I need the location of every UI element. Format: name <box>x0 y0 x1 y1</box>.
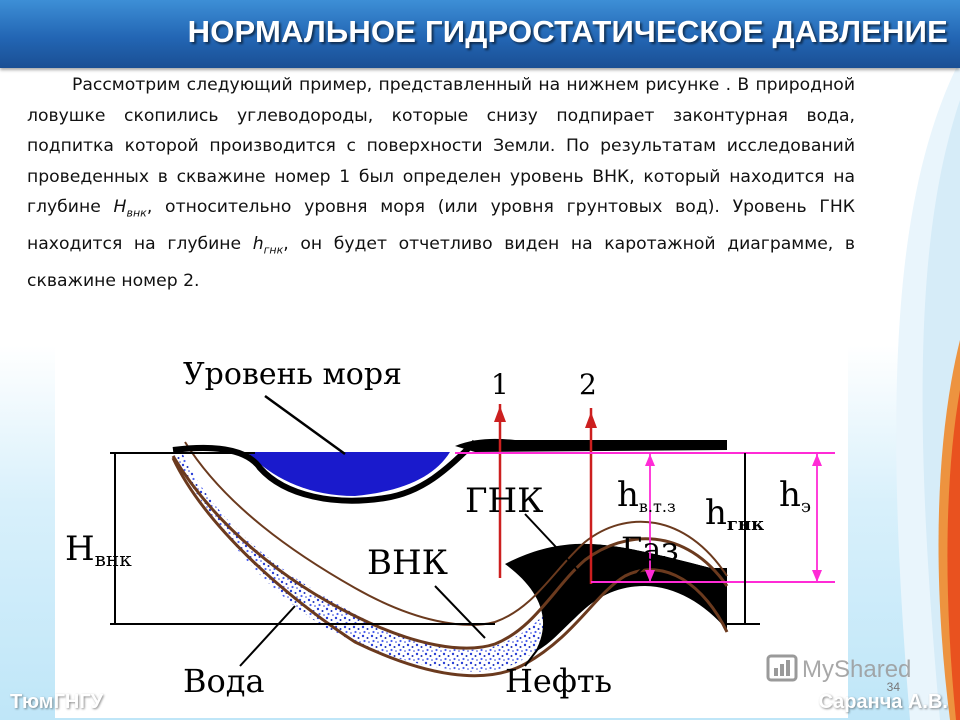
label-h-gnk-sub: гнк <box>727 514 764 535</box>
title-bar: НОРМАЛЬНОЕ ГИДРОСТАТИЧЕСКОЕ ДАВЛЕНИЕ <box>0 0 960 68</box>
label-h-e-sub: э <box>801 496 811 517</box>
label-H-vnk-main: H <box>65 529 95 569</box>
page-number: 34 <box>886 680 900 694</box>
dim-h-e-arrow-top <box>812 454 822 466</box>
label-h-vtz-main: h <box>617 475 639 515</box>
label-well-1: 1 <box>491 368 509 401</box>
label-oil: Нефть <box>505 662 612 700</box>
slide-title: НОРМАЛЬНОЕ ГИДРОСТАТИЧЕСКОЕ ДАВЛЕНИЕ <box>187 14 948 49</box>
reservoir-top-outline <box>171 455 729 650</box>
water-pointer <box>239 605 296 667</box>
label-sea-level: Уровень моря <box>183 357 402 392</box>
label-gas: Газ <box>621 530 679 568</box>
reservoir-bottom-outline <box>184 441 728 626</box>
sea-level-pointer <box>264 394 346 456</box>
dim-h-e-arrow-bottom <box>812 570 822 582</box>
label-h-vtz: hв.т.з <box>617 475 676 516</box>
paragraph-text-3: , он будет отчетливо виден на каротажной… <box>27 233 855 291</box>
watermark-icon <box>766 654 798 682</box>
water-zone <box>173 448 595 672</box>
label-h-gnk-main: h <box>705 493 727 533</box>
label-well-2: 2 <box>579 368 597 401</box>
variable-H: H <box>113 197 127 217</box>
paragraph-text-2: , относительно уровня моря (или уровня г… <box>27 197 855 254</box>
variable-h-subscript: гнк <box>263 243 284 257</box>
watermark-text: MyShared <box>802 656 912 683</box>
well-1-arrow <box>494 406 506 422</box>
variable-H-subscript: внк <box>126 206 147 220</box>
oil-pointer <box>524 599 576 667</box>
label-vnk: ВНК <box>367 543 448 583</box>
variable-h: h <box>252 233 264 254</box>
label-h-e: hэ <box>779 475 811 517</box>
reservoir-base <box>171 457 729 678</box>
sea-water <box>247 452 450 496</box>
trap-diagram: Уровень моря 1 2 ГНК ВНК Газ Вода Нефть … <box>65 357 835 700</box>
footer-author: Саранча А.В. <box>818 691 948 713</box>
label-h-gnk: hгнк <box>705 493 764 535</box>
sea-floor-outline <box>172 439 478 504</box>
label-gnk: ГНК <box>465 481 543 521</box>
label-H-vnk: Hвнк <box>65 529 132 571</box>
decorative-swoosh <box>896 60 960 720</box>
well-2-arrow <box>585 412 597 428</box>
dim-h-vtz-arrow-top <box>645 454 655 466</box>
label-water: Вода <box>183 662 265 700</box>
label-h-e-main: h <box>779 475 801 515</box>
vnk-pointer <box>434 585 486 639</box>
diagram-panel: Уровень моря 1 2 ГНК ВНК Газ Вода Нефть … <box>55 346 848 718</box>
dim-h-vtz-arrow-bottom <box>645 570 655 582</box>
gnk-pointer <box>524 513 586 579</box>
label-H-vnk-sub: внк <box>95 547 133 571</box>
paragraph-text-1: Рассмотрим следующий пример, представлен… <box>27 75 855 217</box>
gas-pointer <box>634 565 646 577</box>
footer-university: ТюмГНГУ <box>10 691 104 713</box>
label-h-vtz-sub: в.т.з <box>639 497 676 516</box>
body-paragraph: Рассмотрим следующий пример, представлен… <box>27 70 855 296</box>
